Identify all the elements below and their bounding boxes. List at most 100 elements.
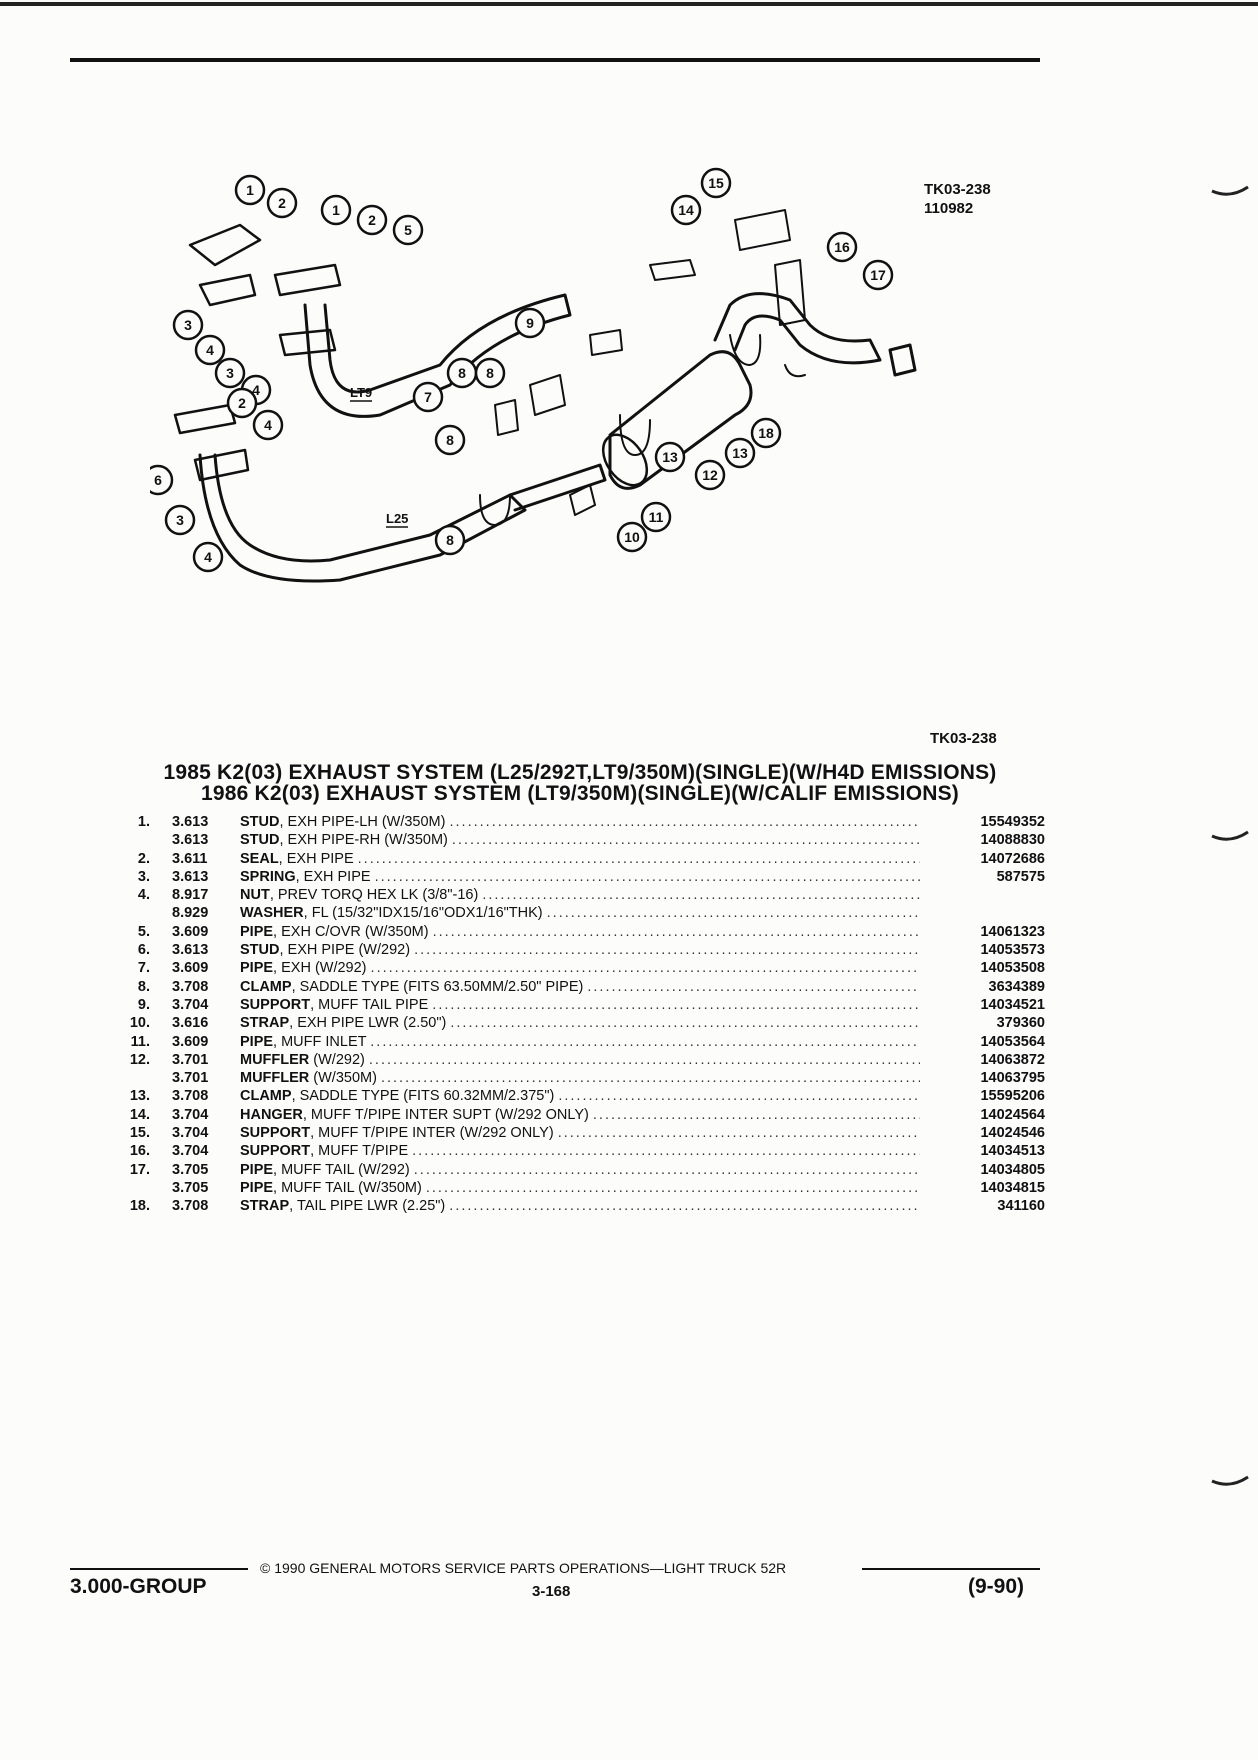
- part-detail: , SADDLE TYPE (FITS 63.50MM/2.50" PIPE): [291, 978, 584, 995]
- part-description: STUD, EXH PIPE-LH (W/350M) .............…: [240, 813, 920, 831]
- callout-label: 3: [176, 512, 184, 528]
- callout-1: 1: [234, 174, 266, 206]
- revision-date: (9-90): [968, 1575, 1025, 1598]
- group-number: 3.609: [172, 960, 209, 977]
- part-description: WASHER, FL (15/32"IDX15/16"ODX1/16"THK) …: [240, 904, 920, 922]
- part-number: 14063795: [980, 1070, 1045, 1087]
- part-index: 4.: [137, 887, 150, 904]
- part-name: PIPE: [240, 960, 274, 977]
- part-name: SEAL: [240, 850, 279, 867]
- part-number: 15595206: [980, 1088, 1045, 1105]
- group-label: 3.000-GROUP: [70, 1575, 207, 1598]
- group-number: 3.704: [172, 1143, 209, 1160]
- callout-2: 2: [356, 204, 388, 236]
- dot-leader: ........................................…: [558, 1088, 920, 1105]
- part-description: MUFFLER (W/350M) .......................…: [240, 1069, 920, 1087]
- dot-leader: ........................................…: [592, 1106, 920, 1123]
- callout-11: 11: [640, 501, 672, 533]
- part-number: 379360: [996, 1015, 1045, 1032]
- callout-15: 15: [700, 167, 732, 199]
- part-row: 18. 3.708 STRAP, TAIL PIPE LWR (2.25") ...…: [110, 1197, 1045, 1215]
- part-name: SUPPORT: [240, 1125, 311, 1142]
- part-detail: , MUFF TAIL (W/292): [273, 1161, 410, 1178]
- part-name: NUT: [240, 887, 270, 904]
- callout-10: 10: [616, 521, 648, 553]
- callout-label: 7: [424, 389, 432, 405]
- part-number: 14024564: [980, 1106, 1045, 1123]
- part-name: CLAMP: [240, 978, 292, 995]
- part-description: NUT, PREV TORQ HEX LK (3/8"-16) ........…: [240, 886, 920, 904]
- callout-label: 4: [264, 417, 272, 433]
- part-number: 3634389: [988, 978, 1045, 995]
- title-1985: 1985 K2(03) EXHAUST SYSTEM (L25/292T,LT9…: [163, 761, 997, 784]
- callout-label: 8: [458, 365, 466, 381]
- part-description: SUPPORT, MUFF T/PIPE INTER (W/292 ONLY) …: [240, 1124, 920, 1142]
- part-index: 18.: [129, 1198, 150, 1215]
- part-description: PIPE, EXH C/OVR (W/350M) ...............…: [240, 923, 920, 941]
- part-number: 14034815: [980, 1179, 1045, 1196]
- part-index: 2.: [137, 850, 150, 867]
- footer-rule-right: [862, 1568, 1040, 1570]
- section-titles: 1985 K2(03) EXHAUST SYSTEM (L25/292T,LT9…: [60, 762, 1100, 804]
- dot-leader: ........................................…: [432, 996, 920, 1013]
- part-description: STRAP, TAIL PIPE LWR (2.25") ...........…: [240, 1197, 920, 1215]
- callout-8: 8: [434, 524, 466, 556]
- part-detail: , MUFF TAIL (W/350M): [273, 1179, 422, 1196]
- engine-label-l25: L25: [386, 511, 408, 526]
- callout-label: 13: [662, 449, 678, 465]
- callout-label: 8: [446, 432, 454, 448]
- part-number: 14034805: [980, 1161, 1045, 1178]
- callout-label: 6: [154, 472, 162, 488]
- part-name: SPRING: [240, 868, 296, 885]
- group-number: 3.701: [172, 1070, 209, 1087]
- group-number: 3.708: [172, 1198, 209, 1215]
- part-description: STRAP, EXH PIPE LWR (2.50") ............…: [240, 1014, 920, 1032]
- part-name: PIPE: [240, 1161, 274, 1178]
- part-index: 6.: [137, 942, 150, 959]
- callout-label: 4: [204, 549, 212, 565]
- part-description: CLAMP, SADDLE TYPE (FITS 60.32MM/2.375")…: [240, 1087, 920, 1105]
- part-name: PIPE: [240, 923, 274, 940]
- part-name: STUD: [240, 832, 280, 849]
- part-detail: , MUFF T/PIPE INTER (W/292 ONLY): [310, 1125, 554, 1142]
- callout-label: 2: [278, 195, 286, 211]
- callout-5: 5: [392, 214, 424, 246]
- binder-tab-mark: [1211, 185, 1249, 196]
- callout-label: 14: [678, 202, 694, 218]
- callout-label: 2: [238, 395, 246, 411]
- part-description: CLAMP, SADDLE TYPE (FITS 63.50MM/2.50" P…: [240, 978, 920, 996]
- part-name: STRAP: [240, 1198, 290, 1215]
- part-number: 15549352: [980, 814, 1045, 830]
- part-index: 15.: [129, 1125, 150, 1142]
- part-index: 10.: [129, 1015, 150, 1032]
- group-number: 3.708: [172, 978, 209, 995]
- group-number: 3.704: [172, 1125, 209, 1142]
- dot-leader: ........................................…: [432, 923, 920, 940]
- part-index: 8.: [137, 978, 150, 995]
- part-description: STUD, EXH PIPE (W/292) .................…: [240, 941, 920, 959]
- dot-leader: ........................................…: [368, 1051, 920, 1068]
- part-detail: , EXH PIPE (W/292): [279, 942, 411, 959]
- group-number: 3.704: [172, 1106, 209, 1123]
- dot-leader: ........................................…: [414, 942, 920, 959]
- figure-reference: TK03-238: [930, 730, 997, 747]
- part-index: 3.: [137, 868, 150, 885]
- part-detail: , EXH PIPE-LH (W/350M): [279, 814, 446, 830]
- dot-leader: ........................................…: [380, 1070, 920, 1087]
- title-1986: 1986 K2(03) EXHAUST SYSTEM (LT9/350M)(SI…: [200, 782, 959, 805]
- callout-label: 11: [649, 509, 664, 525]
- dot-leader: ........................................…: [450, 1015, 920, 1032]
- group-number: 3.609: [172, 1033, 209, 1050]
- callout-6: 6: [150, 464, 174, 496]
- callout-1: 1: [320, 194, 352, 226]
